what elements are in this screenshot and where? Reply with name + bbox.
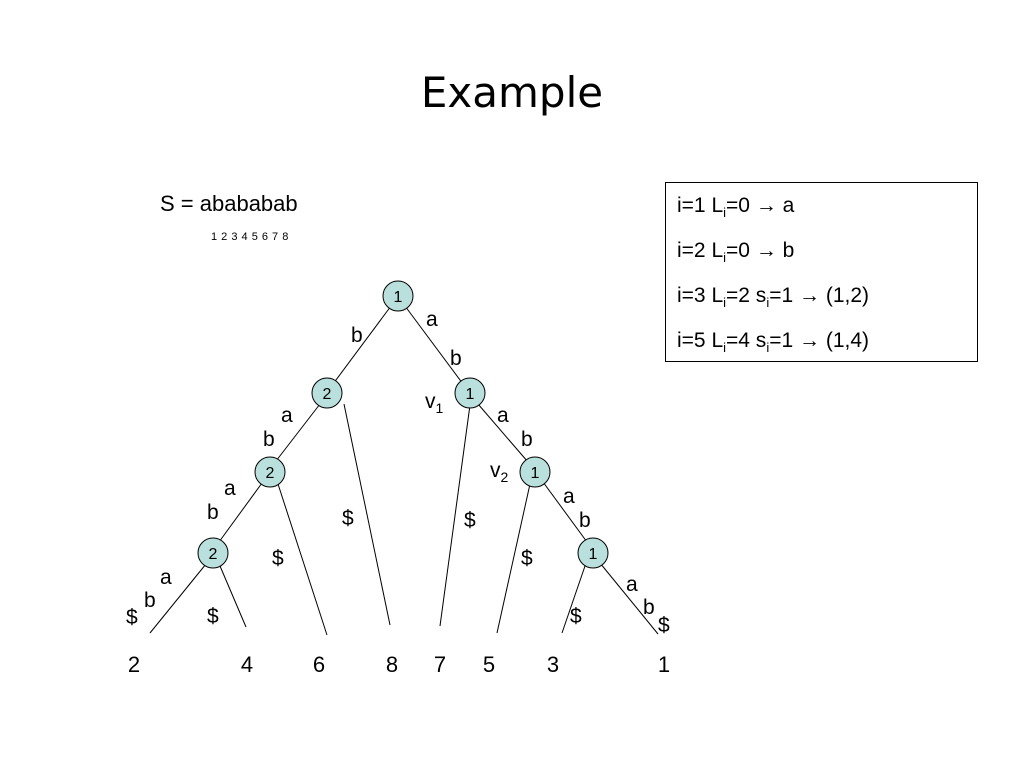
leaf-label: 5	[483, 652, 495, 677]
edge-leaf-5	[496, 483, 531, 634]
leaf-label: 6	[313, 652, 325, 677]
info-line-4: i=5 Li=4 si=1 → (1,4)	[677, 329, 870, 356]
edge-left2-left3	[218, 482, 263, 543]
edge-label: a	[426, 308, 438, 331]
dollar-label: $	[272, 547, 284, 570]
node-name-v2: v2	[490, 459, 509, 485]
tree-nodes: 1 2 2 2 1 1 1	[197, 280, 609, 569]
node-left1: 2	[311, 377, 343, 409]
dollar-label: $	[521, 547, 533, 570]
svg-text:2: 2	[266, 465, 275, 482]
string-indices: 1 2 3 4 5 6 7 8	[211, 231, 289, 243]
edge-root-left1	[332, 305, 392, 385]
edge-leaf-7	[439, 404, 471, 627]
edge-leaf-4	[219, 565, 247, 628]
leaf-label: 3	[547, 652, 559, 677]
node-names: v1 v2	[425, 390, 509, 485]
info-line-1: i=1 Li=0 → a	[677, 194, 795, 221]
node-right3: 1	[577, 537, 609, 569]
arrow-icon: →	[799, 284, 820, 307]
leaf-label: 4	[241, 652, 253, 677]
info-line-3: i=3 Li=2 si=1 → (1,2)	[677, 284, 870, 311]
edge-leaf-8	[343, 403, 391, 626]
string-label: S = abababab	[160, 191, 298, 216]
edge-right2-right3	[542, 481, 588, 543]
edge-label: a	[160, 566, 172, 589]
svg-text:1: 1	[589, 546, 598, 563]
arrow-icon: →	[799, 329, 820, 352]
edge-root-right1	[404, 305, 464, 385]
edge-label: b	[351, 324, 363, 347]
dollar-label: $	[126, 606, 138, 629]
edge-label: b	[643, 596, 655, 619]
svg-text:2: 2	[323, 386, 332, 403]
node-name-v1: v1	[425, 390, 444, 416]
edge-label: a	[281, 404, 293, 427]
svg-text:1: 1	[531, 465, 540, 482]
edge-leaf-2	[149, 563, 207, 634]
edge-label: b	[521, 428, 533, 451]
leaf-label: 2	[128, 652, 140, 677]
edge-label: b	[144, 589, 156, 612]
slide-title: Example	[420, 68, 604, 117]
info-box: i=1 Li=0 → a i=2 Li=0 → b i=3 Li=2 si=1 …	[665, 182, 978, 362]
tree-edges	[149, 305, 659, 636]
node-root: 1	[382, 280, 414, 312]
dollar-label: $	[207, 605, 219, 628]
svg-text:1: 1	[466, 386, 475, 403]
leaf-label: 8	[386, 652, 398, 677]
dollar-label: $	[342, 507, 354, 530]
dollar-label: $	[570, 605, 582, 628]
node-left3: 2	[197, 537, 229, 569]
edge-labels: b a b a b a b a b a b a b a b	[144, 308, 655, 619]
edge-left1-left2	[275, 403, 321, 462]
dollar-label: $	[464, 509, 476, 532]
edge-label: b	[263, 428, 275, 451]
node-right1: 1	[454, 377, 486, 409]
leaf-label: 1	[658, 652, 670, 677]
info-line-2: i=2 Li=0 → b	[677, 239, 795, 266]
edge-label: a	[497, 404, 509, 427]
arrow-icon: →	[755, 194, 777, 217]
svg-text:2: 2	[209, 546, 218, 563]
edge-label: a	[626, 573, 638, 596]
svg-text:1: 1	[394, 289, 403, 306]
node-right2: 1	[519, 456, 551, 488]
edge-label: b	[207, 501, 219, 524]
edge-leaf-3	[561, 565, 586, 634]
node-left2: 2	[254, 456, 286, 488]
leaf-label: 7	[434, 652, 446, 677]
leaf-labels: 2 4 6 8 7 5 3 1	[128, 652, 670, 677]
edge-label: a	[224, 477, 236, 500]
edge-label: a	[563, 485, 575, 508]
dollar-label: $	[658, 614, 670, 637]
edge-leaf-6	[277, 483, 328, 636]
dollar-labels: $ $ $ $ $ $ $ $	[126, 507, 670, 637]
edge-label: b	[579, 509, 591, 532]
edge-label: b	[450, 347, 462, 370]
arrow-icon: →	[755, 239, 777, 262]
edge-leaf-1	[599, 562, 659, 635]
edge-right1-right2	[477, 403, 529, 463]
